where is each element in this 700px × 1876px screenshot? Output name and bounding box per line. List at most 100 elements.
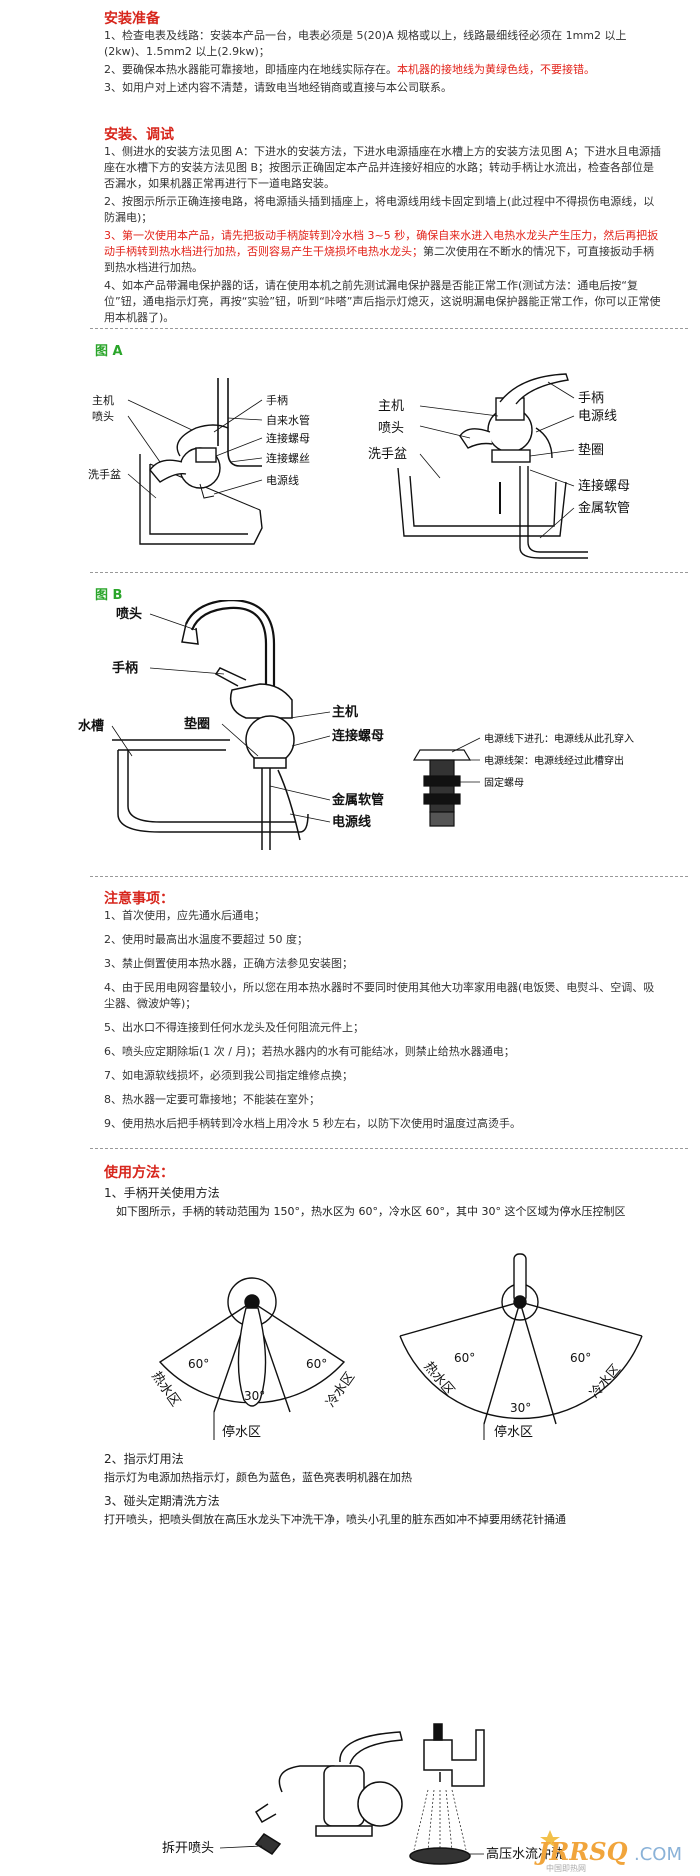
divider (90, 876, 688, 877)
figure-b-fitting-detail (412, 737, 481, 827)
figure-a-label: 图 A (95, 344, 123, 359)
install-debug-item-2: 2、按图示所示正确连接电路，将电源插头插到插座上，将电源线用线卡固定到墙上(此过… (104, 195, 655, 224)
dial-right-stop: 停水区 (494, 1424, 533, 1440)
install-prep-item-3: 3、如用户对上述内容不清楚，请致电当地经销商或直接与本公司联系。 (104, 81, 452, 94)
note-item-9: 9、使用热水后把手柄转到冷水档上用冷水 5 秒左右，以防下次使用时温度过高烫手。 (104, 1117, 521, 1130)
label-power-cord: 电源线 (266, 473, 299, 487)
label-main-unit: 主机 (92, 393, 114, 407)
figure-a-right-drawing (397, 373, 588, 559)
install-debug-title: 安装、调试 (104, 127, 174, 143)
note-item-2: 2、使用时最高出水温度不要超过 50 度； (104, 933, 308, 946)
label-water-pipe: 自来水管 (266, 413, 310, 427)
figure-a-left-leaders (127, 399, 263, 499)
figure-a-right-labels: 主机 喷头 洗手盆 手柄 电源线 垫圈 连接螺母 金属软管 (368, 391, 630, 516)
note-item-5: 5、出水口不得连接到任何水龙头及任何阻流元件上； (104, 1021, 364, 1034)
label-b-nozzle: 喷头 (116, 606, 142, 622)
dial-right-deg30: 30° (510, 1401, 531, 1415)
figure-a-right-leaders (419, 381, 575, 539)
figure-b-detail-labels: 电源线下进孔：电源线从此孔穿入 电源线架：电源线经过此槽穿出 固定螺母 (484, 732, 634, 789)
nozzle-cleaning-diagram: 拆开喷头 高压水流冲洗 (162, 1723, 564, 1865)
label-remove-nozzle: 拆开喷头 (162, 1841, 214, 1856)
dial-right-cold: 冷水区 (587, 1362, 624, 1402)
cleaning-labels: 拆开喷头 高压水流冲洗 (162, 1841, 564, 1862)
dial-left (158, 1277, 346, 1440)
install-debug-item-3: 3、第一次使用本产品，请先把扳动手柄旋转到冷水档 3~5 秒，确保自来水进入电热… (104, 228, 664, 276)
label-gasket-r: 垫圈 (578, 442, 604, 458)
dial-right-deg60a: 60° (454, 1351, 475, 1365)
watermark-star-icon (540, 1830, 560, 1848)
usage-sub-1: 1、手柄开关使用方法 (104, 1186, 220, 1200)
first-use-warning: 3、第一次使用本产品，请先把扳动手柄旋转到冷水档 3~5 秒，确保自来水进入电热… (104, 229, 659, 258)
watermark-logo: JRRSQ .COM 中国即热网 (534, 1830, 682, 1872)
label-b-gasket: 垫圈 (184, 716, 210, 732)
second-use-text: 第二次使用在不断水的情况下，可直接扳动手柄到热水档进行加热。 (104, 245, 654, 274)
dial-left-stop: 停水区 (222, 1424, 261, 1440)
label-nut-r: 连接螺母 (578, 478, 630, 494)
install-prep-item-1: 1、检查电表及线路：安装本产品一台，电表必须是 5(20)A 规格或以上，线路最… (104, 29, 627, 58)
detail-label-1: 电源线下进孔：电源线从此孔穿入 (484, 732, 634, 745)
label-nozzle-r: 喷头 (378, 421, 404, 436)
label-b-hose: 金属软管 (331, 792, 384, 808)
figure-b-label: 图 B (95, 588, 123, 603)
dial-left-deg60b: 60° (306, 1357, 327, 1371)
usage-sub-1-text: 如下图所示，手柄的转动范围为 150°，热水区为 60°，冷水区 60°，其中 … (116, 1205, 626, 1218)
label-basin-r: 洗手盆 (368, 447, 407, 462)
note-item-8: 8、热水器一定要可靠接地；不能装在室外； (104, 1093, 320, 1106)
note-item-1: 1、首次使用，应先通水后通电； (104, 909, 265, 922)
watermark-cn: 中国即热网 (546, 1863, 586, 1872)
figure-a-left-drawing (139, 378, 263, 545)
label-b-main-unit: 主机 (332, 704, 358, 720)
label-nut: 连接螺母 (266, 432, 310, 445)
figure-b-labels: 喷头 手柄 水槽 垫圈 主机 连接螺母 金属软管 电源线 (78, 606, 384, 830)
dial-right-deg60b: 60° (570, 1351, 591, 1365)
label-b-power-cord: 电源线 (332, 814, 371, 830)
watermark-logo-text: JRRSQ (534, 1837, 628, 1866)
usage-sub-3-text: 打开喷头，把喷头倒放在高压水龙头下冲洗干净，喷头小孔里的脏东西如冲不掉要用绣花针… (104, 1513, 566, 1526)
figure-b-leaders (111, 613, 331, 823)
detail-label-3: 固定螺母 (484, 776, 524, 789)
label-basin: 洗手盆 (88, 467, 121, 481)
dial-left-deg30: 30° (244, 1389, 265, 1403)
install-prep-item-2-text: 2、要确保本热水器能可靠接地，即插座内在地线实际存在。 (104, 63, 397, 76)
usage-sub-2: 2、指示灯用法 (104, 1452, 184, 1466)
wash-drawing (409, 1723, 485, 1865)
label-power-cord-r: 电源线 (578, 409, 617, 424)
label-handle-r: 手柄 (578, 391, 604, 406)
usage-title: 使用方法： (104, 1165, 174, 1181)
dial-left-deg60a: 60° (188, 1357, 209, 1371)
remove-nozzle-drawing (219, 1731, 403, 1855)
usage-sub-2-text: 指示灯为电源加热指示灯，颜色为蓝色，蓝色亮表明机器在加热 (104, 1471, 412, 1484)
install-debug-item-4: 4、如本产品带漏电保护器的话，请在使用本机之前先测试漏电保护器是否能正常工作(测… (104, 279, 661, 324)
note-item-7: 7、如电源软线损坏，必须到我公司指定维修点换； (104, 1069, 353, 1082)
dial-right-labels: 60° 60° 30° 热水区 冷水区 停水区 (421, 1351, 624, 1440)
dial-right (399, 1253, 643, 1440)
figure-a-diagram: 主机 喷头 洗手盆 手柄 自来水管 连接螺母 连接螺丝 电源线 (88, 373, 630, 559)
install-debug-item-1: 1、侧进水的安装方法见图 A：下进水的安装方法，下进水电源插座在水槽上方的安装方… (104, 145, 662, 190)
dial-left-hot: 热水区 (148, 1369, 183, 1410)
note-item-3: 3、禁止倒置使用本热水器，正确方法参见安装图； (104, 957, 353, 970)
note-item-6: 6、喷头应定期除垢(1 次 / 月)；若热水器内的水有可能结冰，则禁止给热水器通… (104, 1045, 515, 1058)
install-prep-item-2: 2、要确保本热水器能可靠接地，即插座内在地线实际存在。本机器的接地线为黄绿色线，… (104, 62, 664, 78)
divider (90, 328, 688, 329)
notes-title: 注意事项： (104, 891, 174, 907)
install-prep-title: 安装准备 (104, 11, 160, 27)
figure-b-drawing (112, 600, 309, 850)
usage-sub-3: 3、碰头定期清洗方法 (104, 1494, 220, 1508)
figure-a-left-labels: 主机 喷头 洗手盆 手柄 自来水管 连接螺母 连接螺丝 电源线 (88, 393, 310, 487)
ground-wire-warning: 本机器的接地线为黄绿色线，不要接错。 (397, 63, 595, 76)
label-main-unit-r: 主机 (378, 399, 404, 414)
detail-label-2: 电源线架：电源线经过此槽穿出 (484, 754, 624, 767)
label-b-handle: 手柄 (112, 660, 138, 676)
label-nozzle: 喷头 (92, 410, 114, 423)
divider (90, 572, 688, 573)
note-item-4: 4、由于民用电网容量较小，所以您在用本热水器时不要同时使用其他大功率家用电器(电… (104, 981, 655, 1010)
watermark-dotcom: .COM (634, 1844, 682, 1865)
dial-right-hot: 热水区 (421, 1359, 458, 1399)
label-b-nut: 连接螺母 (332, 728, 384, 744)
figure-b-diagram: 喷头 手柄 水槽 垫圈 主机 连接螺母 金属软管 电源线 电源线下进孔：电源线从… (78, 600, 634, 850)
divider (90, 1148, 688, 1149)
label-screw: 连接螺丝 (266, 452, 310, 465)
handle-dial-diagram: 60° 60° 30° 热水区 冷水区 停水区 60° 60° 30° 热水区 … (148, 1253, 643, 1440)
label-handle: 手柄 (266, 393, 288, 407)
